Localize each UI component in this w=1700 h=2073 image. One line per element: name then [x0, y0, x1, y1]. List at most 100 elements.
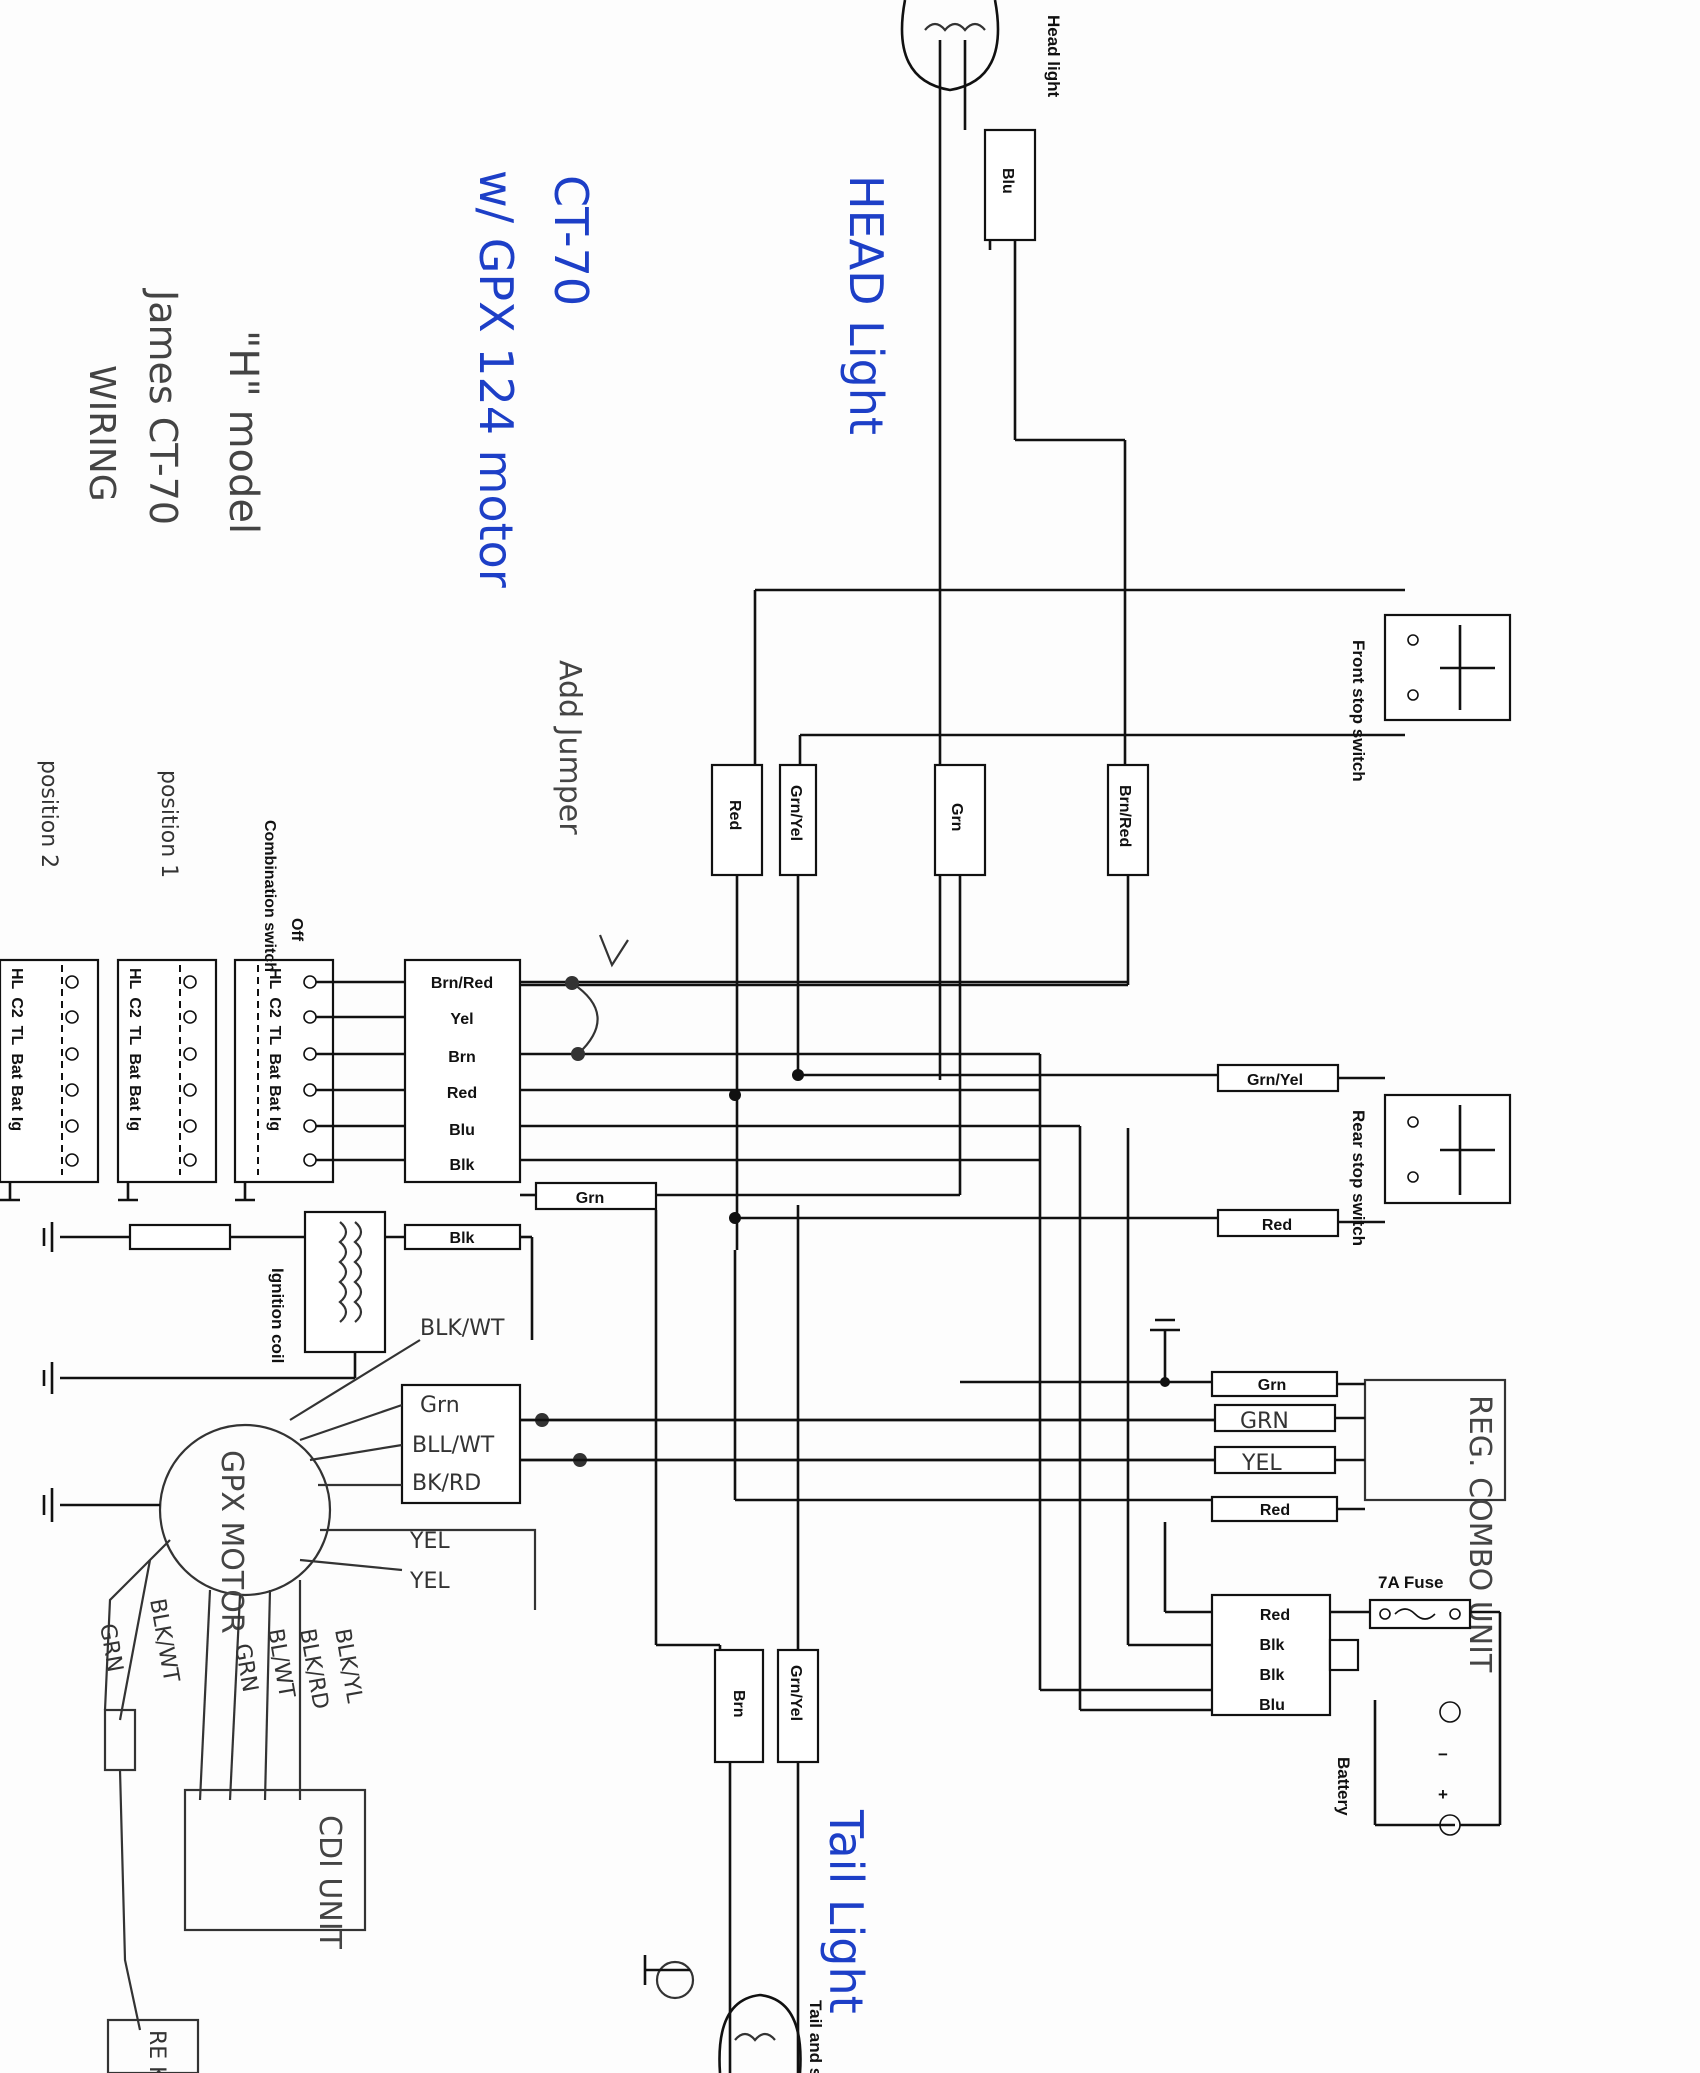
svg-text:Grn: Grn — [420, 1393, 460, 1418]
svg-text:Grn/Yel: Grn/Yel — [1247, 1072, 1303, 1089]
spark-plug — [42, 1222, 305, 1252]
svg-text:GRN: GRN — [1240, 1409, 1289, 1434]
reg-yel-hand-connector: YEL — [1213, 1445, 1337, 1476]
harness-connector: Brn/Red Yel Brn Red Blu Blk — [403, 958, 522, 1184]
svg-text:Brn/Red: Brn/Red — [431, 975, 493, 992]
tail-light-note: Tail Light — [819, 1809, 873, 2014]
reg-grn-hand-connector: GRN — [1213, 1403, 1337, 1434]
ignition-coil-label: Ignition coil — [268, 1268, 287, 1363]
svg-text:BLL/WT: BLL/WT — [412, 1433, 495, 1458]
combination-switch-off: HLC2TLBatBatIg — [233, 958, 335, 1184]
battery — [1373, 1700, 1500, 1836]
wiring-note: WIRING — [81, 365, 122, 502]
cdi-unit — [183, 1788, 367, 1932]
title-gpx-note: w/ GPX 124 motor — [469, 170, 523, 588]
head-blu-label: Blu — [999, 168, 1016, 194]
gpx-motor-note: GPX MOTOR — [214, 1450, 249, 1634]
head-light-note: HEAD Light — [839, 175, 893, 435]
yel-note-2: YEL — [409, 1569, 450, 1594]
svg-text:Blk: Blk — [450, 1157, 475, 1174]
svg-text:HLC2TLBatBatIg: HLC2TLBatBatIg — [126, 968, 143, 1131]
connector-grn-upper: Grn — [933, 763, 987, 877]
coil-blk-connector: Blk — [403, 1223, 522, 1251]
svg-text:HLC2TLBatBatIg: HLC2TLBatBatIg — [8, 968, 25, 1131]
add-jumper-note: Add Jumper — [552, 660, 587, 835]
kill-switch-note: RE KI SV — [144, 2030, 169, 2073]
rear-grn-yel-connector: Grn/Yel — [1216, 1063, 1340, 1093]
svg-text:Red: Red — [726, 800, 743, 830]
svg-text:Brn: Brn — [448, 1049, 476, 1066]
svg-text:Grn: Grn — [1258, 1377, 1286, 1394]
svg-text:Red: Red — [1260, 1502, 1290, 1519]
front-stop-switch-label: Front stop switch — [1349, 640, 1368, 782]
rear-stop-switch — [1383, 1093, 1512, 1205]
head-light-bulb — [900, 0, 1000, 1080]
fuse — [1368, 1598, 1472, 1630]
svg-text:BK/RD: BK/RD — [412, 1471, 481, 1496]
position-1-note: position 1 — [156, 770, 181, 878]
svg-text:Grn: Grn — [576, 1190, 604, 1207]
svg-text:Red: Red — [1260, 1607, 1290, 1624]
head-blu-connector: Blu — [983, 128, 1127, 765]
svg-text:Blk: Blk — [1260, 1637, 1285, 1654]
combination-switch-position-1: HLC2TLBatBatIg — [116, 958, 218, 1184]
mid-grn-connector: Grn — [534, 1181, 658, 1211]
svg-text:Blu: Blu — [1259, 1697, 1285, 1714]
ignition-coil — [303, 1210, 387, 1354]
svg-text:Grn/Yel: Grn/Yel — [787, 785, 804, 841]
junction-dot — [729, 1089, 741, 1101]
battery-connector: Red Blk Blk Blu — [1210, 1593, 1360, 1717]
motor-wire-grn: GRN — [229, 1642, 262, 1694]
svg-text:Grn: Grn — [948, 803, 965, 831]
add-jumper — [565, 934, 629, 1061]
head-light-label: Head light — [1044, 15, 1063, 98]
front-stop-switch — [1383, 613, 1512, 722]
reg-combo-unit-note: REG. COMBO UNIT — [1462, 1395, 1497, 1673]
battery-label: Battery — [1334, 1757, 1353, 1816]
tail-light-bulb — [643, 1955, 802, 2073]
reg-combo-unit — [1363, 1378, 1507, 1502]
author-note: James CT-70 — [141, 288, 185, 525]
off-label: Off — [288, 918, 305, 942]
tail-grn-yel-connector: Grn/Yel — [776, 1648, 820, 1764]
tail-brn-connector: Brn — [713, 1648, 765, 1764]
svg-text:Red: Red — [1262, 1217, 1292, 1234]
rear-red-connector: Red — [1216, 1208, 1340, 1238]
svg-text:YEL: YEL — [1241, 1451, 1282, 1476]
connector-red-upper: Red — [710, 763, 764, 877]
blk-wt-top-note: BLK/WT — [420, 1316, 505, 1341]
svg-text:Blk: Blk — [450, 1230, 475, 1247]
fuse-label: 7A Fuse — [1378, 1573, 1444, 1592]
title-ct70-note: CT-70 — [544, 175, 598, 306]
model-note: "H" model — [220, 330, 266, 534]
battery-neg: − — [1438, 1745, 1448, 1764]
rear-stop-switch-label: Rear stop switch — [1349, 1110, 1368, 1246]
motor-wire-blk-yl: BLK/YL — [329, 1627, 367, 1706]
svg-text:Brn: Brn — [730, 1690, 747, 1718]
svg-text:Yel: Yel — [450, 1011, 473, 1028]
battery-pos: + — [1438, 1785, 1448, 1804]
combination-switch-label: Combination switch — [261, 820, 278, 972]
position-2-note: position 2 — [36, 760, 61, 868]
svg-text:Blk: Blk — [1260, 1667, 1285, 1684]
junction-dot — [729, 1212, 741, 1224]
blk-wt-low-note: BLK/WT — [144, 1597, 183, 1685]
cdi-unit-note: CDI UNIT — [312, 1815, 347, 1950]
svg-text:Brn/Red: Brn/Red — [1116, 785, 1133, 847]
connector-brn-red-upper: Brn/Red — [1106, 763, 1150, 877]
connector-grn-yel-upper: Grn/Yel — [778, 763, 818, 877]
combination-switch-position-2: HLC2TLBatBatIg — [0, 958, 100, 1184]
svg-text:Grn/Yel: Grn/Yel — [787, 1665, 804, 1721]
gpx-motor — [42, 1423, 332, 1597]
reg-grn-connector: Grn — [1210, 1370, 1339, 1398]
tail-light-label: Tail and stop light — [806, 2000, 825, 2073]
svg-text:Blu: Blu — [449, 1122, 475, 1139]
reg-red-connector: Red — [1210, 1495, 1339, 1523]
grn-low-note: GRN — [94, 1622, 127, 1674]
motor-plug-connector: Grn BLL/WT BK/RD — [400, 1383, 522, 1505]
kill-switch — [106, 2018, 200, 2073]
svg-text:Red: Red — [447, 1085, 477, 1102]
svg-text:HLC2TLBatBatIg: HLC2TLBatBatIg — [266, 968, 283, 1131]
